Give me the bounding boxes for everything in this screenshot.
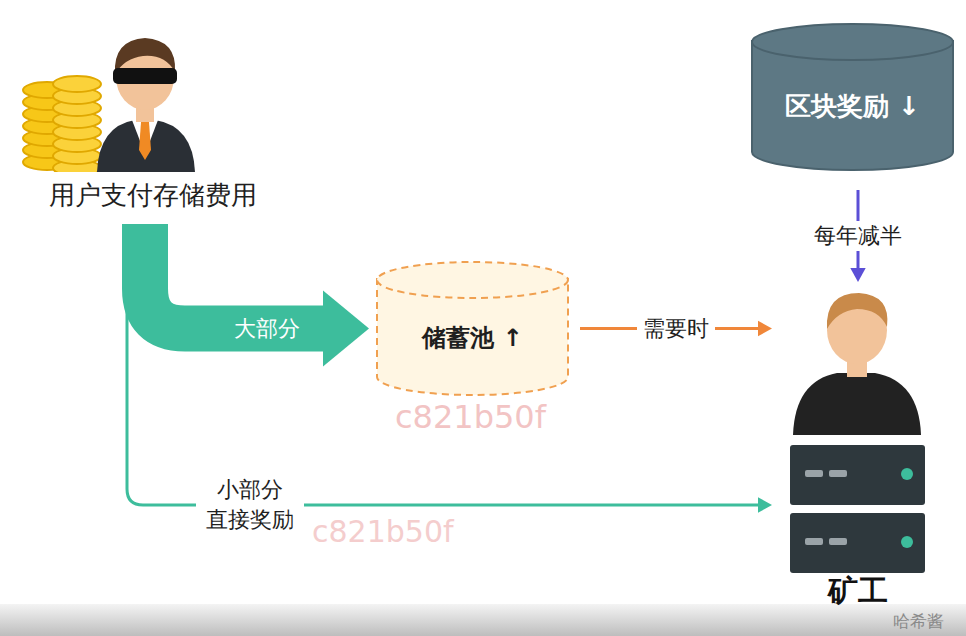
- server-unit: [790, 513, 925, 573]
- arrow-head: [758, 321, 772, 336]
- tie: [139, 122, 151, 160]
- node-text-box: 矿工: [775, 573, 940, 609]
- miner-illustration: [775, 285, 940, 575]
- node-title: 区块奖励 ↓: [785, 89, 920, 124]
- flow-band: [145, 224, 329, 329]
- connector: [127, 224, 772, 513]
- person: [97, 38, 195, 172]
- reward-cylinder: 区块奖励 ↓: [750, 22, 955, 172]
- edge-label: 每年减半: [808, 221, 908, 251]
- server-unit: [790, 445, 925, 505]
- suit: [97, 120, 195, 172]
- watermark: c821b50f: [395, 398, 546, 436]
- server-led: [901, 468, 913, 480]
- coin: [53, 76, 101, 92]
- node-title: 矿工: [775, 573, 940, 609]
- flow-line: [127, 224, 762, 505]
- pool-cylinder: 储蓄池 ↑: [375, 260, 570, 397]
- coin-stacks: [23, 76, 101, 172]
- server-led: [901, 536, 913, 548]
- watermark: 哈希酱: [893, 610, 944, 633]
- user-figure: 用户支付存储费用: [15, 22, 290, 222]
- bottom-bar: [0, 604, 966, 636]
- server-slot: [829, 470, 847, 477]
- shoulders: [793, 373, 921, 435]
- server-slot: [805, 538, 823, 545]
- miner-figure: 矿工: [775, 285, 940, 610]
- connector: [145, 224, 369, 367]
- edge-label: 大部分: [234, 314, 300, 344]
- arrow-head: [323, 291, 369, 367]
- sunglasses: [113, 68, 177, 84]
- arrow-head: [850, 268, 865, 282]
- user-illustration: [15, 22, 280, 172]
- server-case: [790, 513, 925, 573]
- server-case: [790, 445, 925, 505]
- person: [793, 293, 921, 435]
- cylinder-top: [752, 24, 953, 60]
- node-title: 储蓄池 ↑: [422, 322, 522, 354]
- edge-label: 小部分 直接奖励: [196, 475, 304, 535]
- hair: [827, 293, 888, 329]
- edge-label: 需要时: [637, 314, 715, 344]
- node-title: 用户支付存储费用: [15, 178, 290, 212]
- server-slot: [829, 538, 847, 545]
- arrow-head: [758, 497, 772, 512]
- node-text-box: 区块奖励 ↓: [750, 58, 955, 154]
- watermark: c821b50f: [312, 514, 454, 549]
- node-text-box: 用户支付存储费用: [15, 178, 290, 212]
- node-text-box: 储蓄池 ↑: [375, 296, 570, 379]
- cylinder-top: [377, 262, 568, 298]
- server-slot: [805, 470, 823, 477]
